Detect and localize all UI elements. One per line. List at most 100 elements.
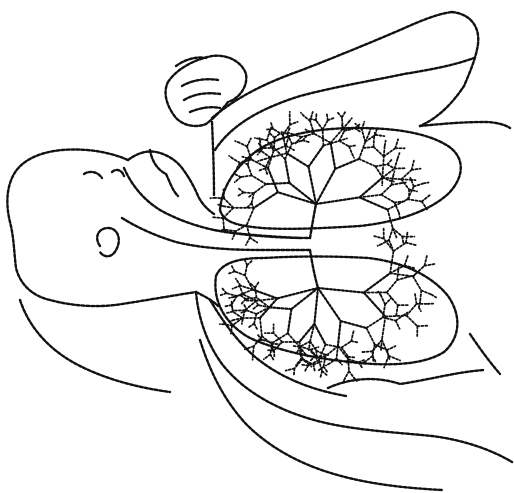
- bronchiole-branch: [415, 293, 417, 304]
- bronchiole-branch: [349, 147, 352, 155]
- bronchiole-branch: [316, 113, 317, 121]
- bronchiole-branch: [301, 134, 314, 137]
- ear-icon: [97, 228, 119, 256]
- bronchiole-branch: [421, 290, 431, 294]
- bronchiole-branch: [254, 184, 266, 193]
- bronchiole-branch: [387, 346, 395, 350]
- bronchiole-branch: [397, 269, 398, 280]
- bronchiole-branch: [382, 317, 386, 340]
- bronchiole-branch: [221, 287, 226, 293]
- bronchiole-branch: [408, 199, 422, 201]
- bronchiole-branch: [407, 316, 418, 327]
- bronchiole-branch: [301, 365, 309, 366]
- bronchiole-branch: [349, 118, 352, 122]
- bronchiole-branch: [264, 354, 271, 359]
- bronchiole-branch: [247, 139, 251, 147]
- bronchiole-branch: [420, 290, 421, 302]
- bronchiole-branch: [369, 129, 370, 133]
- bronchiole-branch: [395, 158, 398, 168]
- collar-outline: [20, 300, 170, 392]
- bronchiole-branch: [229, 156, 232, 159]
- bronchiole-branch: [258, 168, 265, 171]
- bronchiole-branch: [271, 344, 279, 345]
- bronchiole-branch: [235, 141, 239, 143]
- bronchiole-branch: [254, 192, 278, 208]
- bronchiole-branch: [219, 293, 226, 296]
- bronchiole-branch: [328, 118, 335, 121]
- bronchiole-branch: [401, 179, 410, 180]
- bronchiole-branch: [223, 208, 233, 218]
- bronchiole-branch: [247, 208, 254, 225]
- nose-mouth: [150, 150, 178, 196]
- bronchiole-branch: [286, 368, 295, 370]
- bronchiole-branch: [270, 133, 275, 137]
- bronchiole-branch: [309, 146, 324, 167]
- bronchiole-branch: [349, 371, 354, 378]
- bronchiole-branch: [419, 308, 421, 312]
- bronchiole-branch: [364, 147, 374, 148]
- bronchiole-branch: [387, 164, 394, 168]
- bronchiole-branch: [239, 143, 247, 147]
- bronchiole-branch: [295, 359, 303, 369]
- bronchiole-branch: [366, 328, 374, 344]
- bronchiole-branch: [384, 146, 385, 157]
- bronchiole-branch: [381, 185, 391, 195]
- bronchiole-branch: [224, 228, 225, 233]
- bronchiole-branch: [225, 312, 233, 314]
- bronchiole-branch: [303, 140, 310, 142]
- bronchiole-branch: [225, 305, 232, 307]
- bronchiole-branch: [247, 261, 252, 266]
- bronchiole-branch: [412, 161, 414, 170]
- bronchiole-branch: [353, 330, 354, 334]
- bronchiole-branch: [244, 193, 254, 194]
- bronchiole-branch: [417, 326, 427, 327]
- bronchiole-branch: [246, 238, 250, 245]
- side-outline: [470, 334, 500, 374]
- bronchiole-branch: [374, 236, 384, 239]
- bronchiole-branch: [422, 202, 427, 210]
- bronchiole-branch: [248, 324, 254, 328]
- bronchiole-branch: [248, 165, 252, 176]
- bronchiole-branch: [226, 293, 237, 296]
- bronchiole-branch: [393, 171, 394, 176]
- bronchiole-branch: [398, 264, 399, 269]
- bronchiole-branch: [245, 265, 247, 275]
- bronchiole-branch: [351, 341, 358, 343]
- bronchiole-branch: [402, 237, 403, 245]
- airway-upper: [124, 168, 310, 238]
- bronchiole-branch: [316, 169, 335, 204]
- bronchiole-branch: [250, 238, 257, 243]
- bronchiole-branch: [391, 183, 401, 185]
- bronchiole-branch: [360, 197, 388, 209]
- bronchiole-branch: [362, 129, 366, 141]
- bronchiole-branch: [394, 243, 407, 252]
- bronchiole-branch: [384, 148, 396, 156]
- bronchiole-branch: [235, 271, 245, 275]
- bronchiole-branch: [227, 230, 236, 231]
- hand-finger: [184, 93, 220, 100]
- bronchiole-branch: [275, 133, 281, 138]
- bronchiole-branch: [378, 244, 382, 246]
- chin-outline: [196, 292, 218, 306]
- bronchiole-branch: [387, 159, 392, 165]
- bronchiole-branch: [366, 317, 383, 328]
- bronchiole-branch: [238, 188, 244, 193]
- bronchiole-branch: [388, 210, 393, 229]
- bronchiole-branch: [233, 158, 240, 162]
- bronchiole-branch: [365, 356, 372, 361]
- bronchiole-branch: [384, 356, 389, 368]
- bronchiole-branch: [316, 197, 360, 204]
- bronchiole-branch: [375, 135, 384, 136]
- bronchiole-branch: [362, 351, 372, 352]
- bronchiole-branch: [398, 153, 400, 158]
- bronchiole-branch: [304, 116, 310, 121]
- bronchiole-branch: [348, 357, 356, 358]
- bronchiole-branch: [324, 367, 328, 373]
- bronchiole-branch: [323, 120, 328, 129]
- bronchiole-branch: [313, 365, 315, 373]
- bronchiole-branch: [425, 264, 436, 266]
- bronchiole-branch: [389, 228, 393, 240]
- bronchiole-branch: [316, 120, 323, 129]
- airway-lower: [122, 218, 310, 250]
- bronchiole-branch: [342, 341, 352, 347]
